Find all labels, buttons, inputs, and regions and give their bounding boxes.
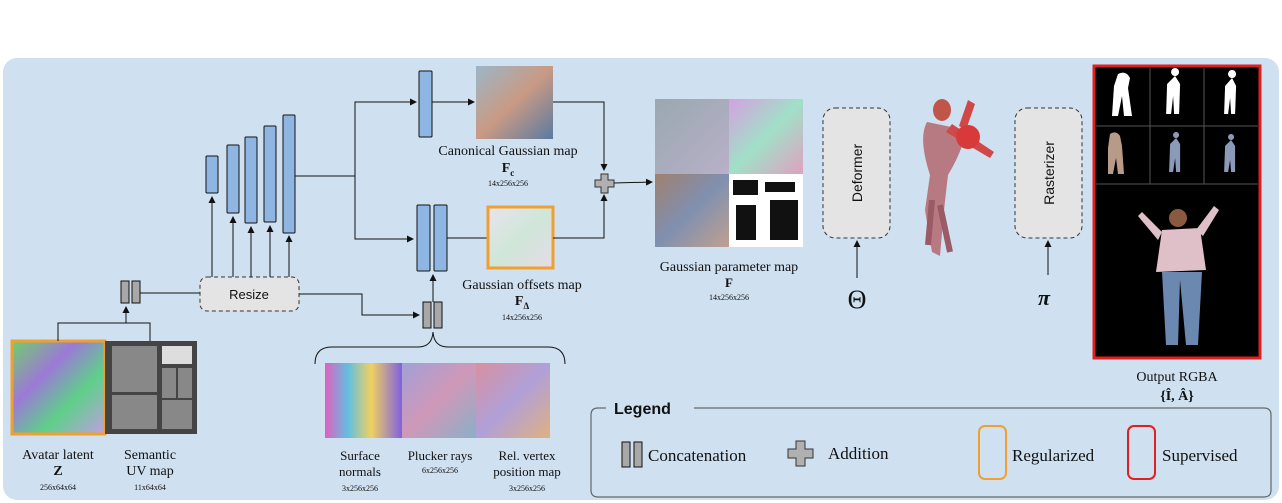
offsets-block-1 [416,204,431,272]
legend-title: Legend [614,401,671,418]
output-symbol: {Î, Â} [1160,387,1194,404]
output-rgb-thumbnails [1108,132,1236,174]
main-panel [3,58,1279,500]
concat-block-2 [422,301,443,329]
rel-vertex-label-2: position map [493,464,561,479]
rel-vertex-position-image [476,363,550,438]
rel-vertex-dims: 3x256x256 [509,484,545,493]
deformer-box [822,107,891,239]
output-rgb-large [1138,206,1219,345]
avatar-latent-dims: 256x64x64 [40,483,76,492]
resize-to-concat2-line [299,293,420,319]
uv-map-islands [112,346,192,429]
surface-normals-label-2: normals [339,464,381,479]
canonical-block [418,70,433,138]
rasterizer-label: Rasterizer [1041,141,1057,205]
legend-concatenation-label: Concatenation [648,446,747,465]
avatar-latent-label: Avatar latent [22,448,94,463]
latent-to-concat-lines [57,306,151,341]
add-to-param-map-line [613,178,653,186]
rel-vertex-label-1: Rel. vertex [498,448,556,463]
plucker-dims: 6x256x256 [422,466,458,475]
legend-supervised-swatch [1127,425,1156,480]
output-label: Output RGBA [1136,370,1218,385]
legend-concatenation-icon [621,441,643,468]
semantic-uv-label-2: UV map [126,464,174,479]
concat-block-1 [120,280,141,304]
param-map-symbol: F [725,275,733,290]
offsets-label: Gaussian offsets map [462,278,582,293]
gaussian-parameter-map-image [655,99,803,247]
canonical-label: Canonical Gaussian map [438,144,577,159]
legend-addition-icon [787,440,814,467]
offsets-to-add-line [553,194,608,239]
avatar-latent-symbol: Z [53,464,62,479]
encoder-branch-lines [295,98,417,243]
legend-supervised-label: Supervised [1162,446,1238,465]
legend-regularized-label: Regularized [1012,446,1095,465]
canonical-symbol-sub: c [510,168,514,178]
deformer-label: Deformer [849,143,865,202]
gaussian-offsets-map-image [486,205,555,270]
resize-to-encoder-arrows [208,196,293,277]
canonical-gaussian-map-image [476,66,553,139]
offsets-symbol-main: F [515,294,524,309]
deformed-avatar-figure [923,99,994,256]
canonical-symbol: Fc [502,161,515,178]
conditioning-brace [314,331,566,365]
output-grid-lines [1096,68,1258,185]
offsets-dims: 14x256x256 [502,313,542,322]
canonical-symbol-main: F [502,161,511,176]
semantic-uv-label-1: Semantic [124,448,176,463]
rasterizer-box [1014,107,1083,239]
output-alpha-silhouettes [1112,68,1237,116]
surface-normals-dims: 3x256x256 [342,484,378,493]
pi-symbol: π [1038,285,1051,310]
legend-frame [590,407,1272,498]
plucker-rays-image [402,363,476,438]
param-map-label: Gaussian parameter map [660,260,798,275]
avatar-latent-image [10,339,107,436]
offsets-symbol: FΔ [515,294,530,311]
semantic-uv-dims: 11x64x64 [134,483,166,492]
offsets-symbol-sub: Δ [523,301,529,311]
resize-label: Resize [229,287,269,302]
surface-normals-image [325,363,402,438]
legend-regularized-swatch [978,425,1007,480]
theta-symbol: Θ [848,285,867,314]
legend-addition-label: Addition [828,444,889,463]
canonical-dims: 14x256x256 [488,179,528,188]
param-map-dims: 14x256x256 [709,293,749,302]
encoder-blocks [205,114,296,234]
offsets-block-2 [433,204,448,272]
canonical-to-add-line [553,101,608,171]
addition-symbol [594,173,615,194]
plucker-label: Plucker rays [408,448,473,463]
surface-normals-label-1: Surface [340,448,380,463]
